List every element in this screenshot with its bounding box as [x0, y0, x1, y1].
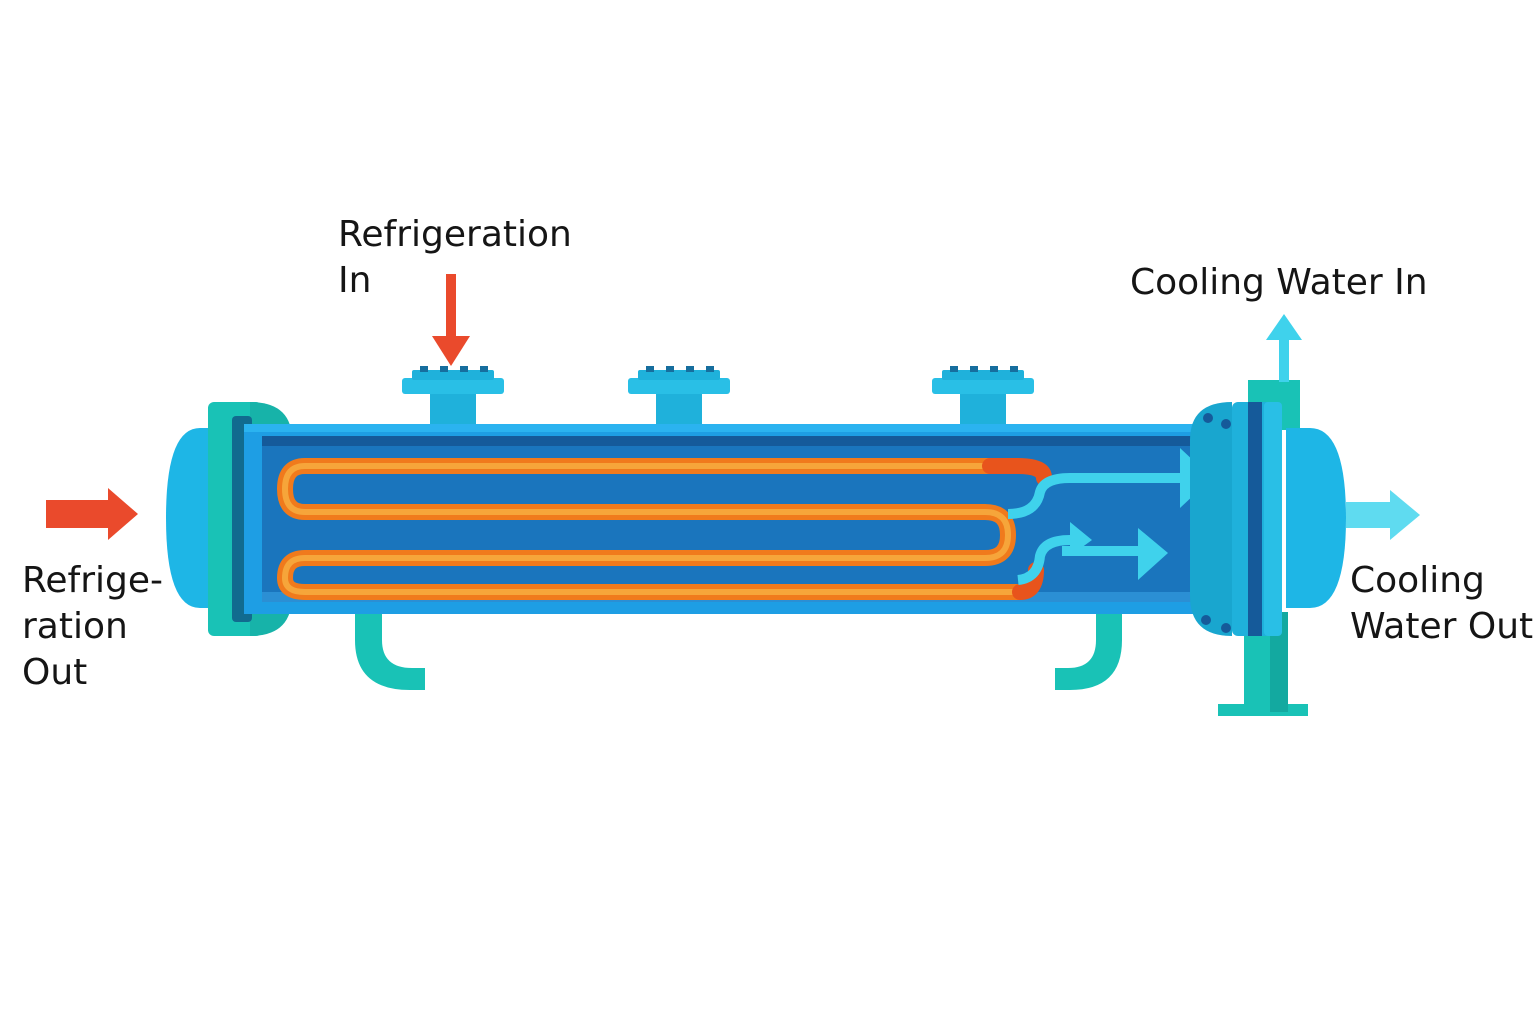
top-nozzle-3 [932, 366, 1034, 428]
refrigeration-out-label: Refrige- ration Out [22, 558, 163, 696]
top-nozzles [402, 366, 1034, 428]
refrigeration-in-arrow [432, 274, 470, 366]
bottom-supports [355, 612, 1122, 690]
cooling-water-out-line-1: Cooling [1350, 560, 1485, 601]
refrigeration-in-label: Refrigeration In [338, 212, 572, 304]
internal-arrow-lower [1138, 528, 1168, 580]
refrigeration-in-line-1: Refrigeration [338, 214, 572, 255]
refrigeration-out-line-1: Refrige- [22, 560, 164, 601]
right-end-cap [1190, 402, 1346, 636]
cooling-water-out-line-2: Water Out [1350, 606, 1534, 647]
refrigeration-out-line-3: Out [22, 652, 88, 693]
cooling-water-out-arrow [1346, 490, 1420, 540]
refrigeration-in-line-2: In [338, 260, 372, 301]
cooling-water-arrows [1266, 314, 1420, 540]
cooling-water-in-arrow [1266, 314, 1302, 382]
refrigeration-out-line-2: ration [22, 606, 128, 647]
right-support-elbow [1055, 612, 1122, 690]
refrigeration-out-arrow [46, 488, 138, 540]
cooling-water-in-line-1: Cooling Water In [1130, 262, 1428, 303]
top-nozzle-1 [402, 366, 504, 428]
left-support-elbow [355, 612, 425, 690]
cooling-water-out-label: Cooling Water Out [1350, 558, 1533, 650]
u-tube-return [982, 458, 1052, 486]
top-nozzle-2 [628, 366, 730, 428]
cooling-water-in-label: Cooling Water In [1130, 260, 1428, 306]
refrigeration-arrows [46, 274, 470, 540]
